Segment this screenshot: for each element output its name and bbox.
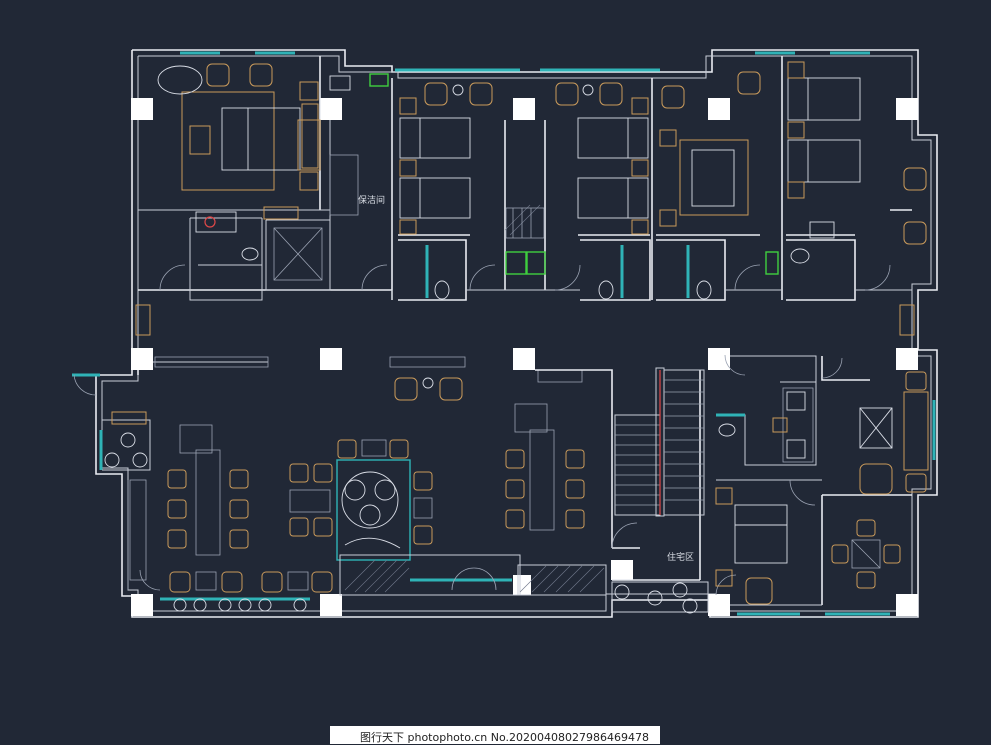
storage-room-label: 保洁间 — [358, 194, 385, 206]
suite-furniture — [745, 371, 929, 605]
residence-label: 住宅区 — [667, 551, 694, 563]
bedroom-furniture — [135, 61, 915, 587]
interior-walls-lower — [102, 355, 912, 613]
watermark-bar — [330, 726, 660, 744]
staircase — [614, 367, 705, 517]
interior-walls-upper — [138, 56, 912, 301]
cafe-furniture — [104, 411, 433, 593]
bathroom-fixtures — [195, 73, 835, 459]
hatched-floor — [344, 204, 605, 593]
exterior-windows — [72, 51, 936, 616]
watermark-text: 图行天下 photophoto.cn No.202004080279864694… — [360, 731, 650, 744]
feature-tree — [341, 471, 401, 549]
structural-columns — [131, 98, 918, 616]
door-swings — [73, 264, 891, 596]
lounge-chairs — [206, 63, 927, 401]
lounge-tables — [505, 403, 585, 531]
planters — [173, 582, 698, 614]
